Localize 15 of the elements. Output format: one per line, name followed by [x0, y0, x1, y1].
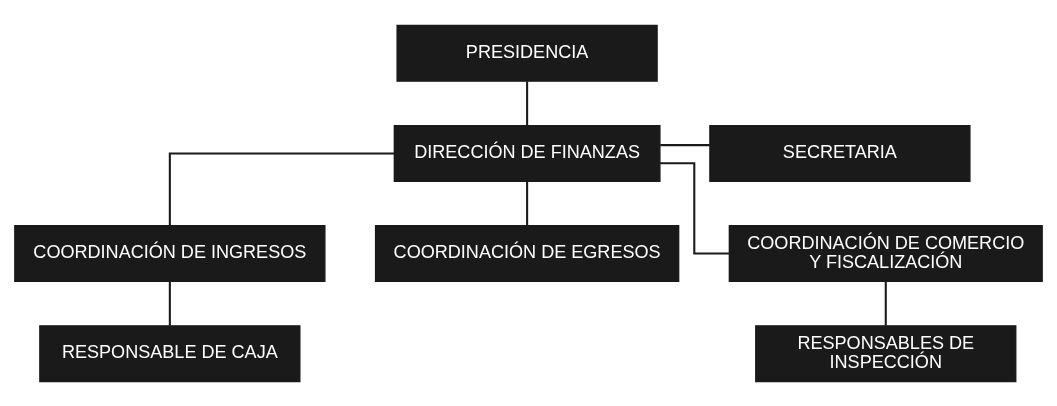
- connector: [168, 280, 171, 326]
- connector: [660, 161, 729, 255]
- connector: [168, 151, 395, 226]
- node-box: DIRECCIÓN DE FINANZAS: [393, 124, 661, 182]
- connector: [884, 280, 887, 326]
- connector: [526, 180, 529, 225]
- node-box: COORDINACIÓN DE COMERCIO Y FISCALIZACIÓN: [728, 224, 1043, 282]
- node-box: RESPONSABLES DE INSPECCIÓN: [755, 324, 1017, 382]
- node-box: SECRETARIA: [709, 124, 971, 182]
- connector: [526, 80, 529, 125]
- node-box: RESPONSABLE DE CAJA: [39, 324, 301, 382]
- node-box: COORDINACIÓN DE EGRESOS: [374, 224, 680, 282]
- node-box: PRESIDENCIA: [396, 24, 658, 82]
- connector: [660, 143, 710, 146]
- node-box: COORDINACIÓN DE INGRESOS: [14, 224, 326, 282]
